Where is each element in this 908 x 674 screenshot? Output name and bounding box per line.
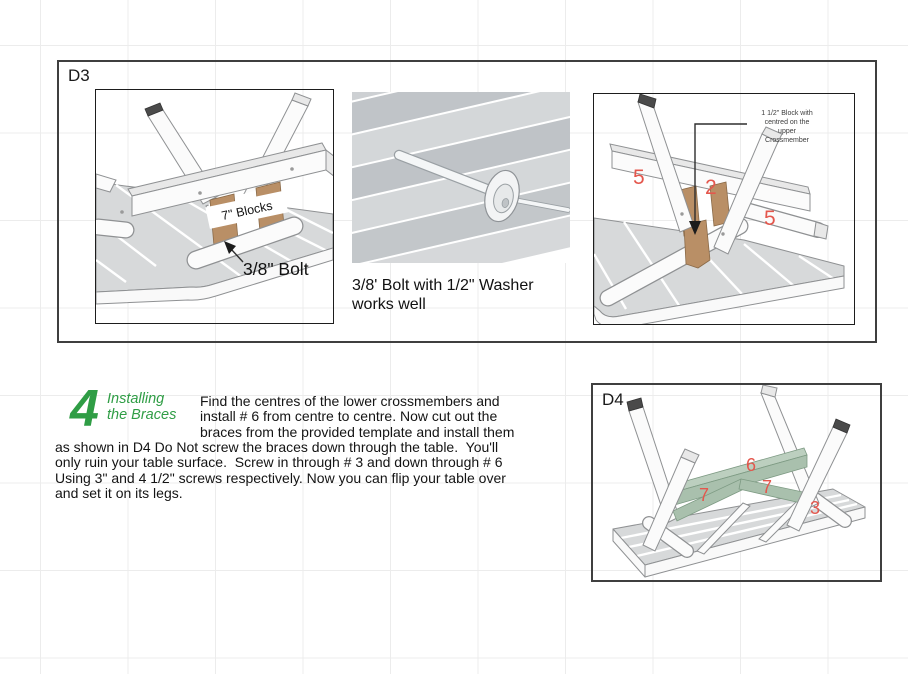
instruction-line: Using 3" and 4 1/2" screws respectively.… <box>55 469 506 486</box>
callout-5-left: 5 <box>633 166 645 189</box>
figure-blocks-detail: 7" Blocks 3/8" Bolt <box>95 89 334 324</box>
figure-block-placement: 1 1/2" Block with centred on the upper C… <box>593 93 855 325</box>
step-title: Installing the Braces <box>107 391 177 423</box>
end-support-beam <box>186 216 304 270</box>
bolt-washer-drawing <box>352 92 570 263</box>
blocks-label: 7" Blocks <box>205 190 289 229</box>
bolt-washer-caption: 3/8' Bolt with 1/2" Washer works well <box>352 277 534 313</box>
callout-3-leg: 3 <box>810 498 820 518</box>
block-placement-drawing: 1 1/2" Block with centred on the upper C… <box>594 94 845 324</box>
instruction-line: braces from the provided template and in… <box>200 423 515 440</box>
right-leg <box>713 126 783 255</box>
upper-crossmember <box>120 142 333 217</box>
washer <box>484 169 520 223</box>
step-number: 4 <box>70 380 99 438</box>
front-right-leg <box>786 418 851 532</box>
support-beam-stub <box>96 173 117 193</box>
instructions-full-width: as shown in D4 Do Not screw the braces d… <box>55 439 506 502</box>
callout-7-brace-left: 7 <box>699 485 709 505</box>
callout-5-right: 5 <box>764 207 776 230</box>
diagonal-braces <box>672 478 804 522</box>
instruction-line: and set it on its legs. <box>55 485 183 502</box>
instructions-indented: Find the centres of the lower crossmembe… <box>200 393 515 440</box>
svg-text:1 1/2" Block with: 1 1/2" Block with <box>761 110 813 117</box>
figure-panel-d4: D4 <box>591 383 882 582</box>
bolt-shaft <box>393 149 498 197</box>
panel-d3-label: D3 <box>68 66 90 85</box>
back-right-leg <box>760 384 820 510</box>
front-left-leg <box>642 448 700 552</box>
block-leader-arrow <box>689 123 747 235</box>
bolt-label: 3/8" Bolt <box>243 259 309 279</box>
braces-drawing: 6 7 7 3 <box>612 384 866 578</box>
svg-text:centred on the: centred on the <box>765 119 810 126</box>
step-title-line2: the Braces <box>107 406 177 423</box>
callout-2-center: 2 <box>705 176 717 199</box>
step-title-line1: Installing <box>107 391 165 407</box>
bolt-callout: 3/8" Bolt <box>224 241 309 279</box>
lower-crossmember <box>738 202 829 240</box>
instruction-line: Find the centres of the lower crossmembe… <box>200 393 500 409</box>
instruction-line: install # 6 from centre to centre. Now c… <box>200 408 498 425</box>
svg-text:Crossmember: Crossmember <box>765 137 810 144</box>
instruction-line: only ruin your table surface. Screw in t… <box>55 454 503 471</box>
left-beam <box>96 219 134 238</box>
plank-background <box>352 92 570 263</box>
callout-6-crossmember: 6 <box>746 455 756 475</box>
figure-bolt-washer <box>352 92 570 263</box>
instruction-line: as shown in D4 Do Not screw the braces d… <box>55 439 499 455</box>
figure-panel-d3: D3 <box>57 60 877 343</box>
panel-d4-label: D4 <box>602 390 624 409</box>
blocks-detail-drawing: 7" Blocks 3/8" Bolt <box>96 92 333 305</box>
callout-7-brace-right: 7 <box>762 477 772 497</box>
block-annotation: 1 1/2" Block with centred on the upper C… <box>761 110 813 144</box>
svg-text:upper: upper <box>778 128 797 135</box>
